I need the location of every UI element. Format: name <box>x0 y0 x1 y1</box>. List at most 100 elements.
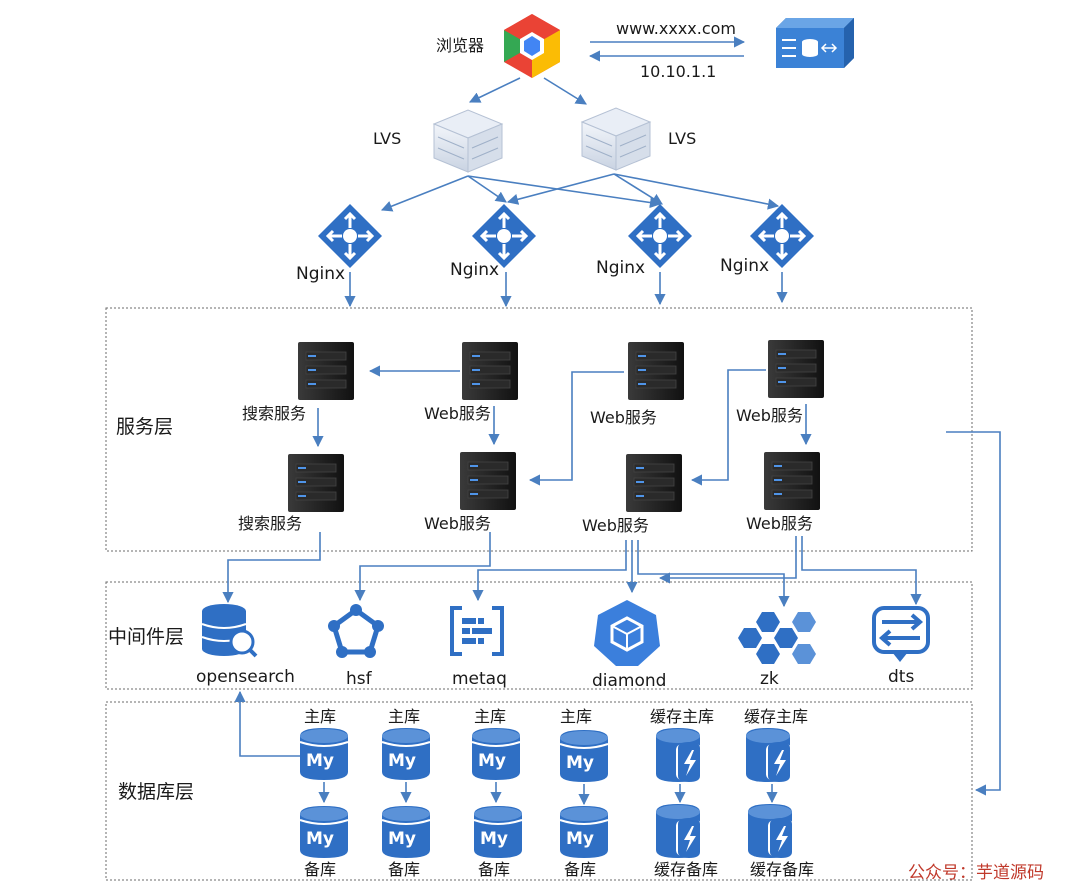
middleware-label: dts <box>888 667 914 687</box>
edge-lvs1-nginx2 <box>467 175 507 203</box>
edge-browser-lvs1 <box>468 77 521 103</box>
db-primary-label: 主库 <box>388 707 420 726</box>
edge-web-metaq <box>472 540 627 602</box>
db-primary-label: 缓存主库 <box>744 707 808 726</box>
middleware-label: hsf <box>346 669 373 689</box>
server-icon <box>461 341 519 401</box>
mysql-badge: My <box>566 829 594 849</box>
lvs-label: LVS <box>373 129 401 148</box>
service-layer-label: 服务层 <box>116 416 173 438</box>
db-primary-label: 主库 <box>474 707 506 726</box>
url-label: www.xxxx.com <box>616 19 736 38</box>
nginx-label: Nginx <box>596 258 645 278</box>
mysql-db-icon: My <box>471 727 521 781</box>
cache-db-icon <box>748 804 794 858</box>
db-backup-label: 备库 <box>564 860 596 879</box>
mysql-badge: My <box>388 751 416 771</box>
db-backup-label: 缓存备库 <box>750 860 814 879</box>
server-icon <box>763 451 821 511</box>
mysql-badge: My <box>566 753 594 773</box>
edge-lvs1-nginx1 <box>380 175 469 212</box>
edge-web3-web2 <box>690 369 766 486</box>
server-icon <box>767 339 825 399</box>
server-icon <box>627 341 685 401</box>
service-label: 搜索服务 <box>238 514 302 533</box>
db-backup-label: 备库 <box>304 860 336 879</box>
edge-web-hsf <box>354 532 491 602</box>
edge-web2-web1 <box>528 371 624 486</box>
diamond-icon <box>594 600 660 666</box>
db-backup-label: 备库 <box>388 860 420 879</box>
mysql-badge: My <box>480 829 508 849</box>
hsf-icon <box>328 604 384 658</box>
service-label: Web服务 <box>590 408 657 427</box>
edge-browser-lvs2 <box>543 77 587 105</box>
service-label: Web服务 <box>582 516 649 535</box>
dts-icon <box>872 606 930 662</box>
middleware-label: opensearch <box>196 667 295 687</box>
nginx-icon <box>316 202 384 270</box>
browser-label: 浏览器 <box>436 36 484 55</box>
edge-web-zk <box>637 540 790 608</box>
middleware-layer-label: 中间件层 <box>108 626 184 648</box>
watermark: 公众号：芋道源码 <box>908 863 1044 883</box>
mysql-db-icon: My <box>299 805 349 859</box>
metaq-icon <box>450 606 504 656</box>
edge-service-database <box>946 431 1001 796</box>
server-icon <box>459 451 517 511</box>
mysql-db-icon: My <box>381 727 431 781</box>
mysql-db-icon: My <box>559 729 609 783</box>
db-backup-label: 备库 <box>478 860 510 879</box>
database-layer-box <box>105 701 973 881</box>
service-label: Web服务 <box>424 404 491 423</box>
mysql-db-icon: My <box>381 805 431 859</box>
nginx-label: Nginx <box>296 264 345 284</box>
service-label: Web服务 <box>736 406 803 425</box>
middleware-label: diamond <box>592 671 666 691</box>
nginx-label: Nginx <box>720 256 769 276</box>
mysql-badge: My <box>306 751 334 771</box>
ip-label: 10.10.1.1 <box>640 62 716 81</box>
mysql-db-icon: My <box>473 805 523 859</box>
nginx-label: Nginx <box>450 260 499 280</box>
server-icon <box>287 453 345 513</box>
browser-icon <box>504 14 560 78</box>
edge-db-opensearch <box>234 690 300 757</box>
lvs-server-icon <box>581 107 651 171</box>
mysql-badge: My <box>478 751 506 771</box>
mysql-db-icon: My <box>559 805 609 859</box>
opensearch-icon <box>201 604 258 658</box>
nginx-icon <box>470 202 538 270</box>
server-icon <box>625 453 683 513</box>
edge-lvs1-nginx3 <box>467 175 662 209</box>
edge-search-opensearch <box>222 532 321 604</box>
edge-lvs2-nginx2 <box>506 173 615 205</box>
zk-icon <box>738 612 816 664</box>
db-primary-label: 主库 <box>304 707 336 726</box>
middleware-layer-box <box>105 581 973 690</box>
middleware-label: metaq <box>452 669 507 689</box>
db-primary-label: 缓存主库 <box>650 707 714 726</box>
service-layer-box <box>105 307 973 552</box>
edge-lvs2-nginx4 <box>613 173 780 210</box>
mysql-db-icon: My <box>299 727 349 781</box>
service-label: Web服务 <box>424 514 491 533</box>
database-layer-label: 数据库层 <box>118 781 194 803</box>
mysql-badge: My <box>388 829 416 849</box>
cache-db-icon <box>746 728 792 782</box>
server-icon <box>297 341 355 401</box>
service-label: 搜索服务 <box>242 404 306 423</box>
dns-server-icon <box>776 18 854 68</box>
edge-lvs2-nginx3 <box>613 173 663 205</box>
service-label: Web服务 <box>746 514 813 533</box>
mysql-badge: My <box>306 829 334 849</box>
lvs-server-icon <box>433 109 503 173</box>
edge-web-dts <box>801 536 922 606</box>
cache-db-icon <box>656 728 702 782</box>
db-primary-label: 主库 <box>560 707 592 726</box>
cache-db-icon <box>656 804 702 858</box>
db-backup-label: 缓存备库 <box>654 860 718 879</box>
lvs-label: LVS <box>668 129 696 148</box>
edge-web-diamond-2 <box>658 536 797 584</box>
